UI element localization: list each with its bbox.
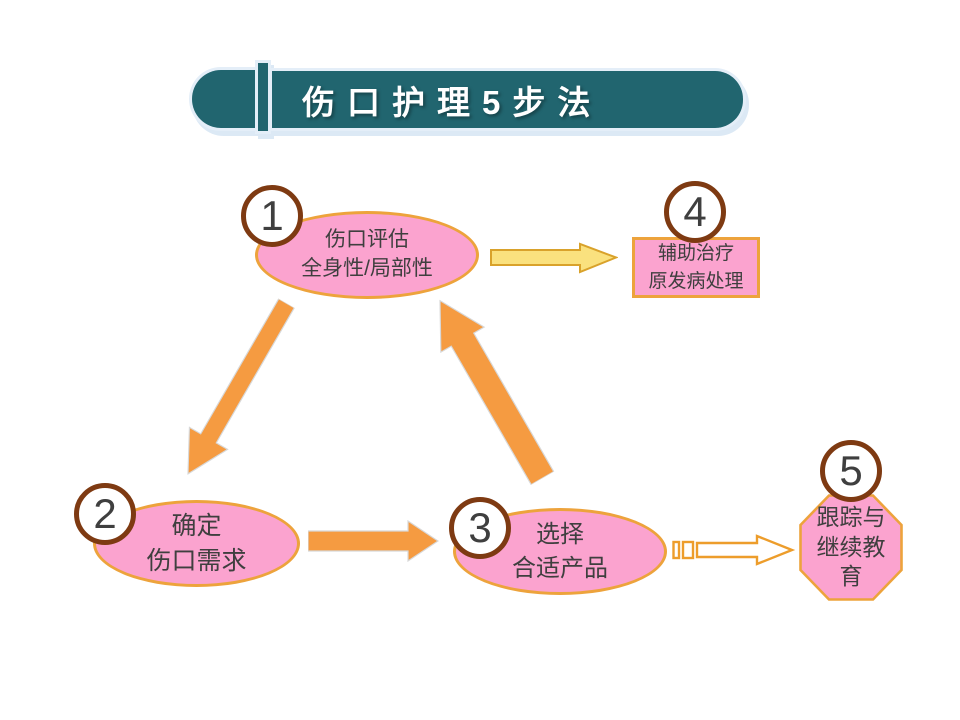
step5-text-line: 育 xyxy=(839,563,863,590)
arrow-step3-to-step1-icon xyxy=(439,299,555,486)
step5-text-line: 跟踪与 xyxy=(816,504,886,531)
slide-title: 伤口护理5步法 xyxy=(302,83,603,121)
step2-ellipse: 确定 伤口需求 xyxy=(93,500,300,587)
step2-badge: 2 xyxy=(74,483,136,545)
step5-number: 5 xyxy=(839,447,863,494)
step3-badge: 3 xyxy=(449,497,511,559)
arrow-step1-to-step4-icon xyxy=(490,242,618,274)
step1-badge: 1 xyxy=(241,185,303,247)
step5-text-line: 继续教 xyxy=(816,533,886,560)
octagon-shape-icon xyxy=(799,494,903,601)
step4-rectangle: 辅助治疗 原发病处理 xyxy=(632,237,760,298)
step5-octagon: 跟踪与 继续教 育 xyxy=(799,494,903,601)
step1-ellipse: 伤口评估 全身性/局部性 xyxy=(255,211,479,299)
step1-text-line: 全身性/局部性 xyxy=(301,257,433,280)
step3-text-line: 选择 xyxy=(536,521,584,549)
step4-text-line: 原发病处理 xyxy=(648,270,744,292)
arrow-step3-to-step5-icon xyxy=(672,534,796,566)
title-banner-pill xyxy=(192,70,255,128)
title-banner: 伤口护理5步法 xyxy=(272,71,743,128)
step3-text-line: 合适产品 xyxy=(512,554,608,582)
arrow-step2-to-step3-icon xyxy=(308,520,439,562)
step1-text-line: 伤口评估 xyxy=(325,228,409,252)
step2-text-line: 确定 xyxy=(171,512,222,540)
step3-number: 3 xyxy=(468,504,492,551)
step2-number: 2 xyxy=(93,490,117,537)
step5-text: 跟踪与 继续教 育 xyxy=(799,494,903,601)
step4-text-line: 辅助治疗 xyxy=(657,242,734,264)
step4-number: 4 xyxy=(683,188,707,235)
step4-badge: 4 xyxy=(664,181,726,243)
title-banner-accent-bar xyxy=(258,63,268,131)
step2-text-line: 伤口需求 xyxy=(146,546,247,575)
arrow-step1-to-step2-icon xyxy=(187,297,296,475)
step1-number: 1 xyxy=(260,192,284,239)
step5-badge: 5 xyxy=(820,440,882,502)
